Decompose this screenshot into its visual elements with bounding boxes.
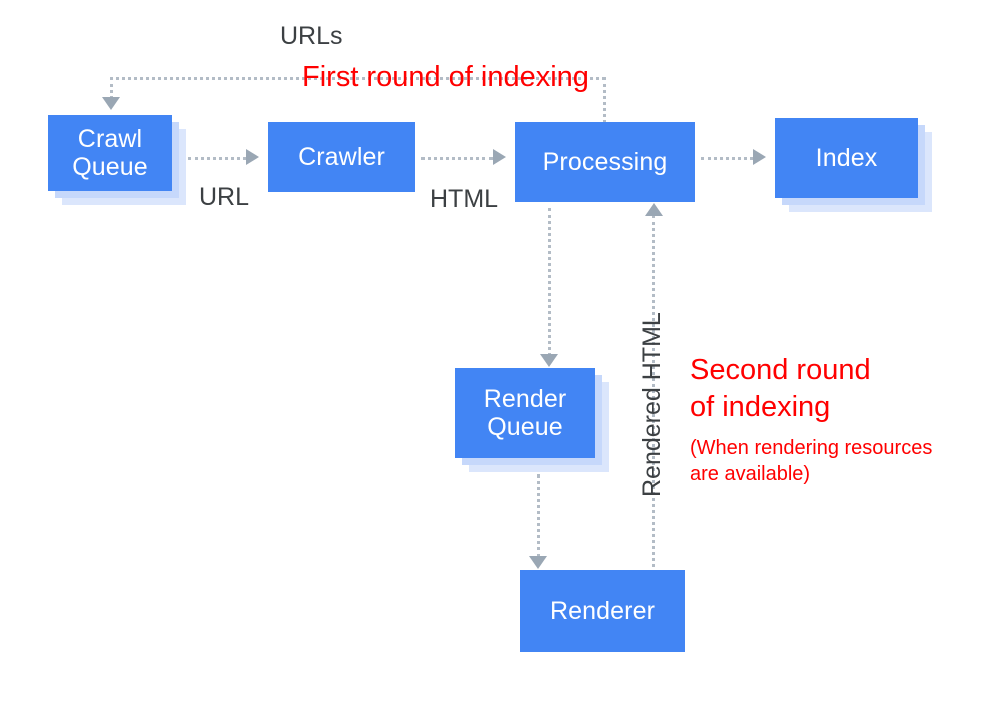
arrowhead-into-crawl-queue xyxy=(102,97,120,110)
connector-crawler-to-processing xyxy=(421,157,493,160)
connector-urls-to-crawl-queue-drop xyxy=(110,77,113,99)
annotation-second-round-note: (When rendering resources are available) xyxy=(690,437,933,485)
connector-render-queue-to-renderer xyxy=(537,474,540,558)
node-render-queue[interactable]: Render Queue xyxy=(455,368,595,458)
arrowhead-into-renderer xyxy=(529,556,547,569)
connector-renderer-to-processing xyxy=(652,215,655,567)
connector-processing-to-index xyxy=(701,157,753,160)
arrowhead-into-index xyxy=(753,149,766,165)
connector-crawl-queue-to-crawler xyxy=(188,157,246,160)
arrowhead-into-render-queue xyxy=(540,354,558,367)
node-processing[interactable]: Processing xyxy=(515,122,695,202)
connector-urls-feedback-horizontal xyxy=(110,77,605,80)
edge-label-html: HTML xyxy=(430,185,499,213)
node-crawl-queue[interactable]: Crawl Queue xyxy=(48,115,172,191)
connector-processing-to-urls-riser xyxy=(603,77,606,123)
annotation-first-round-of-indexing: First round of indexing xyxy=(302,61,589,93)
annotation-second-round-of-indexing: Second round of indexing xyxy=(690,354,871,424)
node-index[interactable]: Index xyxy=(775,118,918,198)
edge-label-urls: URLs xyxy=(280,22,343,50)
node-renderer[interactable]: Renderer xyxy=(520,570,685,652)
edge-label-url: URL xyxy=(199,183,250,211)
edge-label-rendered-html: Rendered HTML xyxy=(638,312,666,497)
arrowhead-into-processing xyxy=(493,149,506,165)
node-crawler[interactable]: Crawler xyxy=(268,122,415,192)
arrowhead-into-processing-rendered xyxy=(645,203,663,216)
connector-processing-to-render-queue xyxy=(548,208,551,356)
arrowhead-into-crawler xyxy=(246,149,259,165)
